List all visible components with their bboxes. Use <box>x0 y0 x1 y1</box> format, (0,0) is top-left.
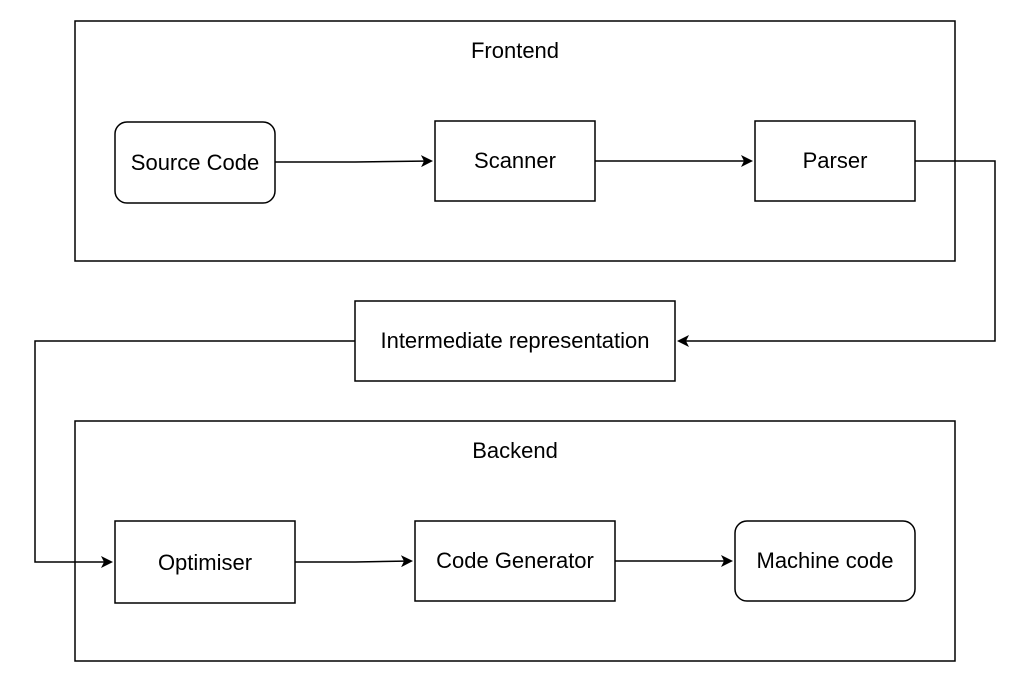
node-code-generator-label: Code Generator <box>436 548 594 573</box>
node-machine-code: Machine code <box>734 520 916 602</box>
edges <box>34 155 996 568</box>
node-intermediate: Intermediate representation <box>354 300 676 382</box>
node-optimiser: Optimiser <box>114 520 296 604</box>
edge-optimiser-to-code-generator <box>295 555 413 568</box>
node-scanner: Scanner <box>434 120 596 202</box>
backend-title: Backend <box>472 438 558 463</box>
node-intermediate-label: Intermediate representation <box>380 328 649 353</box>
node-parser-label: Parser <box>803 148 868 173</box>
frontend-frame <box>74 20 956 262</box>
frontend-title: Frontend <box>471 38 559 63</box>
node-parser: Parser <box>754 120 916 202</box>
edge-source-to-scanner <box>275 155 433 168</box>
edge-parser-to-intermediate <box>677 160 996 347</box>
backend-group: Backend <box>74 420 956 662</box>
node-machine-code-label: Machine code <box>757 548 894 573</box>
node-source-code: Source Code <box>114 121 276 204</box>
backend-frame <box>74 420 956 662</box>
edge-intermediate-to-optimiser <box>34 340 355 568</box>
node-optimiser-label: Optimiser <box>158 550 252 575</box>
node-source-code-label: Source Code <box>131 150 259 175</box>
node-code-generator: Code Generator <box>414 520 616 602</box>
frontend-group: Frontend <box>74 20 956 262</box>
node-scanner-label: Scanner <box>474 148 556 173</box>
